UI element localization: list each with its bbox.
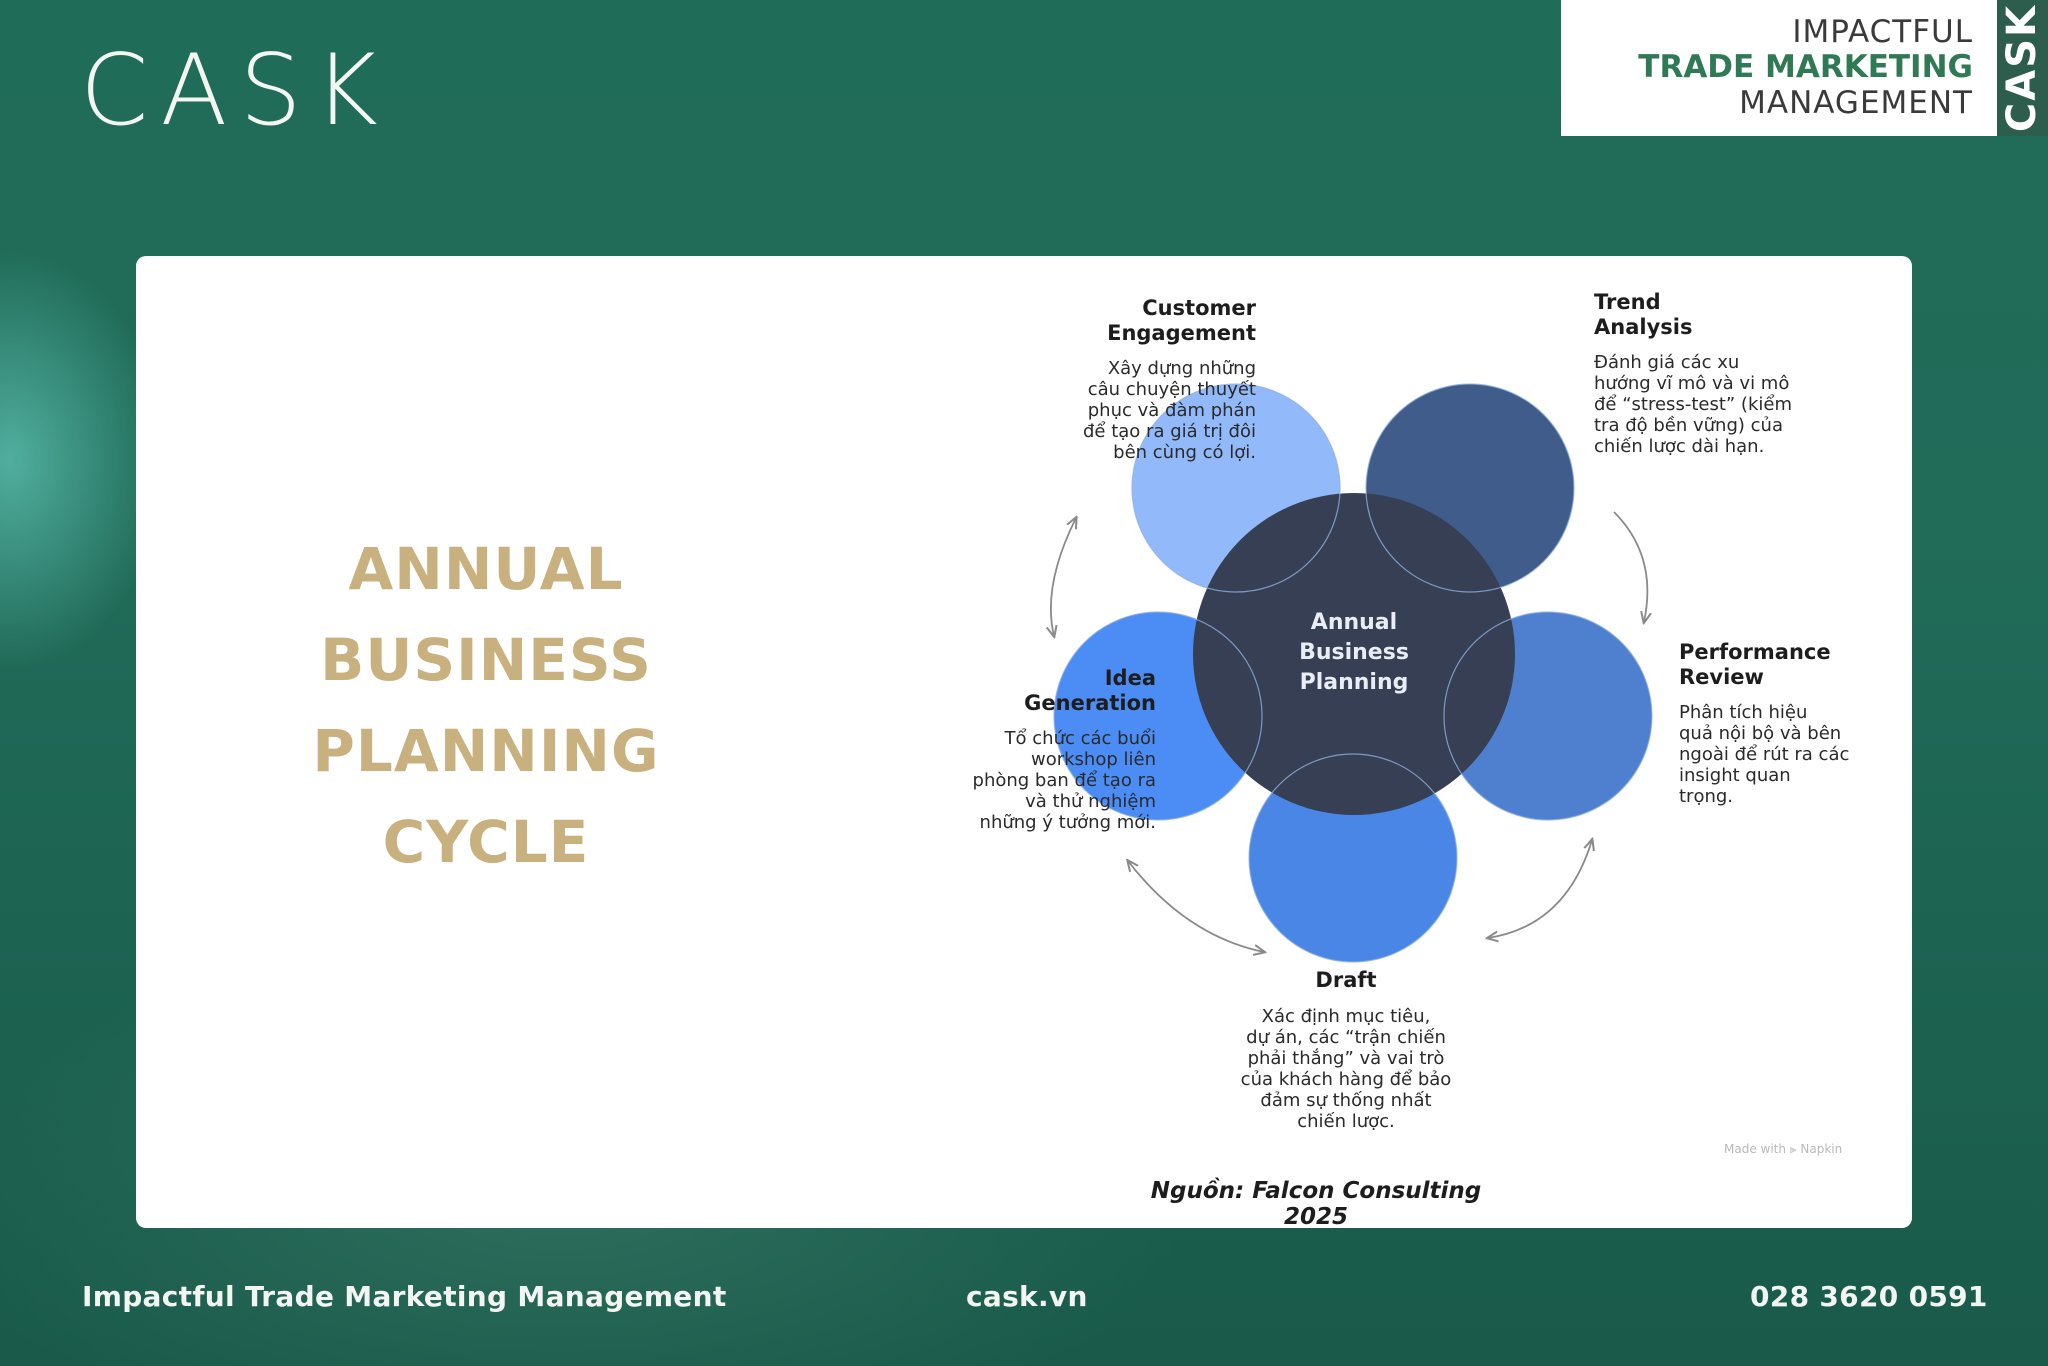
title-line: ANNUAL [348,535,624,603]
circle-outlines [1053,383,1653,963]
cycle-arrows [1051,511,1648,952]
footer-phone[interactable]: 028 3620 0591 [1750,1280,1988,1313]
brand-line-trade-marketing: TRADE MARKETING [1638,49,1973,85]
customer-engagement-title: Customer Engagement [1107,296,1256,345]
brand-line-management: MANAGEMENT [1739,85,1973,121]
napkin-watermark: Made with ⫸ Napkin [1724,1142,1843,1156]
cycle-title: ANNUAL BUSINESS PLANNING CYCLE [246,524,726,888]
performance-review-title: Performance Review [1679,640,1831,689]
footer-website[interactable]: cask.vn [966,1280,1088,1313]
idea-generation-desc: Tổ chức các buổi workshop liên phòng ban… [972,728,1156,833]
arrow-draft-to-idea [1128,861,1264,952]
idea-generation-title: Idea Generation [1024,666,1156,715]
arrow-idea-to-customer [1051,518,1076,636]
title-line: BUSINESS [320,626,652,694]
performance-review-desc: Phân tích hiệu quả nội bộ và bên ngoài đ… [1679,702,1850,807]
planning-cycle-diagram: Annual Business Planning [136,383,1653,963]
arrow-performance-to-draft [1488,840,1592,938]
title-line: PLANNING [312,717,660,785]
source-caption: Nguồn: Falcon Consulting 2025 [1150,1178,1482,1228]
content-card: ANNUAL BUSINESS PLANNING CYCLE Annual Bu… [136,256,1912,1228]
center-label-line: Planning [1300,670,1409,695]
footer-tagline: Impactful Trade Marketing Management [82,1280,727,1313]
brand-tag-text: CASK [1999,3,2046,133]
cask-logo: CASK [80,34,390,148]
draft-desc: Xác định mục tiêu, dự án, các “trận chiế… [1240,1006,1452,1132]
brand-banner: IMPACTFUL TRADE MARKETING MANAGEMENT [1561,0,1997,136]
center-label-line: Annual [1311,610,1397,635]
draft-title: Draft [1315,968,1377,992]
trend-analysis-title: Trend Analysis [1594,290,1693,339]
brand-tag-vertical: CASK [1997,0,2048,136]
arrow-trend-to-performance [1613,511,1647,622]
trend-analysis-desc: Đánh giá các xu hướng vĩ mô và vi mô để … [1594,352,1792,457]
center-label-line: Business [1299,640,1409,665]
center-circle [1193,493,1515,815]
title-line: CYCLE [382,808,590,876]
brand-line-impactful: IMPACTFUL [1792,14,1973,50]
customer-engagement-desc: Xây dựng những câu chuyện thuyết phục và… [1083,358,1256,463]
